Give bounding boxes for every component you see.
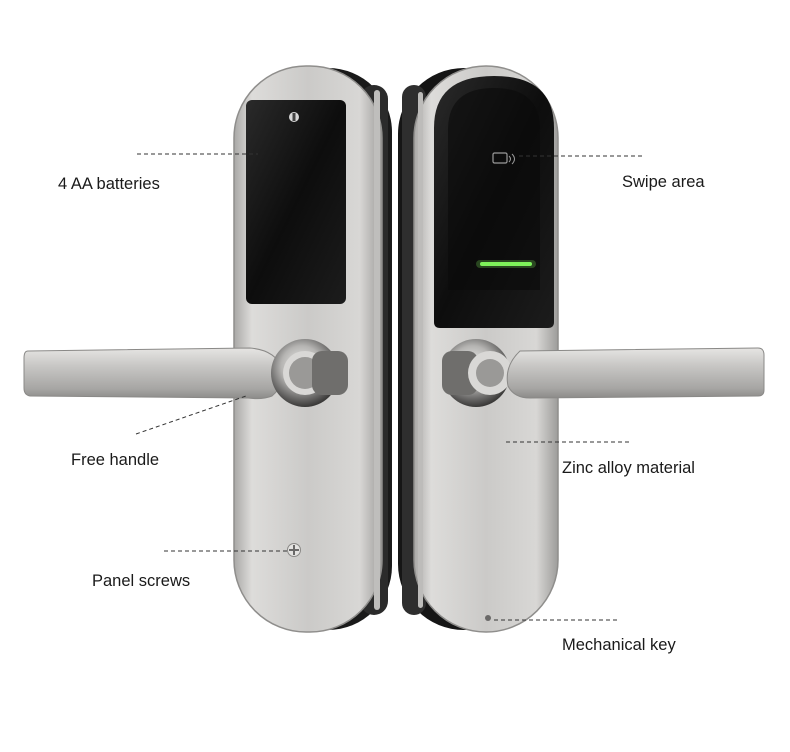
leader-free-handle [135,395,247,435]
keyhole [485,615,491,621]
battery-cover [246,100,346,304]
label-mechanical-key: Mechanical key [562,636,676,654]
right-handle [442,339,765,407]
label-zinc-alloy: Zinc alloy material [562,459,695,477]
label-panel-screws: Panel screws [92,572,191,590]
panel-screw [287,543,301,557]
label-swipe-area: Swipe area [622,173,705,191]
left-handle [23,339,348,407]
card-reader-panel [434,76,554,328]
label-free-handle: Free handle [71,451,160,469]
label-batteries: 4 AA batteries [58,175,160,193]
